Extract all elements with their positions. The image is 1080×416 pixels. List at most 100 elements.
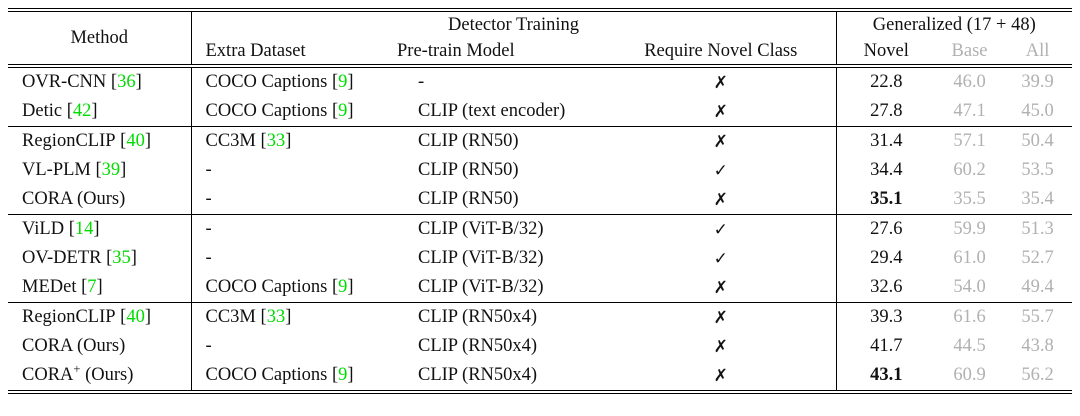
dataset-name: COCO Captions [205, 277, 328, 297]
header-row-1: Method Detector Training Generalized (17… [8, 10, 1073, 66]
dataset-name: - [205, 336, 212, 356]
novel-value: 35.1 [835, 185, 937, 215]
novel-value: 27.6 [835, 214, 937, 244]
cite-bracket-close: ] [130, 248, 137, 268]
dataset-name: CC3M [205, 131, 256, 151]
cite-bracket-close: ] [135, 72, 142, 92]
pretrain-model-cell: CLIP (RN50) [418, 160, 519, 180]
citation-number: 33 [266, 131, 286, 151]
require-novel-class-mark: ✗ [713, 189, 728, 210]
cite-bracket-close: ] [144, 307, 151, 327]
dataset-name: COCO Captions [205, 365, 328, 385]
table-row: MEDet [7] COCO Captions [9] CLIP (ViT-B/… [8, 273, 1072, 303]
cite-bracket-close: ] [347, 365, 354, 385]
header-row-2: Extra Dataset Pre-train Model Require No… [8, 38, 1072, 66]
all-value: 39.9 [1021, 72, 1054, 92]
col-header-extra-dataset: Extra Dataset [205, 40, 306, 61]
all-value: 45.0 [1021, 101, 1054, 121]
method-cell: MEDet [7] [8, 273, 192, 303]
require-novel-class-mark: ✓ [713, 219, 728, 240]
novel-value: 29.4 [835, 244, 937, 273]
col-header-novel: Novel [835, 38, 937, 66]
extra-dataset-cell: COCO Captions [9] [191, 66, 391, 97]
citation-number: 9 [338, 365, 348, 385]
citation-number: 7 [87, 277, 97, 297]
require-novel-class-mark: ✗ [713, 336, 728, 357]
cite-bracket-open: [ [106, 72, 118, 92]
all-value: 52.7 [1021, 248, 1054, 268]
method-name: Detic [22, 101, 63, 121]
cite-bracket-close: ] [91, 101, 98, 121]
all-value: 43.8 [1021, 336, 1054, 356]
citation-number: 40 [126, 131, 145, 151]
require-novel-class-mark: ✗ [713, 277, 728, 298]
cite-bracket-close: ] [347, 101, 354, 121]
novel-value: 43.1 [835, 361, 937, 392]
all-value: 49.4 [1021, 277, 1054, 297]
novel-value: 31.4 [835, 126, 937, 156]
pretrain-model-cell: CLIP (RN50) [418, 189, 519, 209]
all-value: 51.3 [1021, 219, 1054, 239]
novel-value: 27.8 [835, 97, 937, 127]
citation-number: 33 [266, 307, 286, 327]
method-sup: + [73, 361, 81, 376]
citation-number: 36 [117, 72, 136, 92]
cite-bracket-close: ] [93, 219, 100, 239]
base-value: 54.0 [953, 277, 986, 297]
col-header-method: Method [8, 10, 192, 66]
col-group-header-generalized: Generalized (17 + 48) [835, 10, 1073, 38]
dataset-name: - [205, 219, 212, 239]
cite-bracket-open: [ [76, 277, 88, 297]
cite-bracket-open: [ [115, 131, 127, 151]
all-value: 50.4 [1021, 131, 1054, 151]
extra-dataset-cell: - [191, 185, 391, 215]
extra-dataset-cell: CC3M [33] [191, 127, 391, 157]
extra-dataset-cell: - [191, 244, 391, 273]
base-value: 60.9 [953, 365, 986, 385]
table-row: OVR-CNN [36] COCO Captions [9] - ✗ 22.8 … [8, 66, 1072, 97]
method-cell: OV-DETR [35] [8, 244, 192, 273]
method-name: OV-DETR [22, 248, 102, 268]
table-row: RegionCLIP [40] CC3M [33] CLIP (RN50x4) … [8, 302, 1072, 332]
method-cell: RegionCLIP [40] [8, 302, 192, 332]
pretrain-model-cell: CLIP (ViT-B/32) [418, 277, 544, 297]
col-header-pretrain-model: Pre-train Model [397, 40, 515, 61]
table-header: Method Detector Training Generalized (17… [8, 10, 1073, 66]
cite-bracket-open: [ [327, 277, 339, 297]
all-value: 55.7 [1021, 307, 1054, 327]
col-header-all: All [1025, 40, 1050, 61]
method-name: CORA [22, 365, 74, 385]
cite-bracket-open: [ [327, 101, 339, 121]
method-name: MEDet [22, 277, 77, 297]
method-suffix: (Ours) [80, 365, 134, 385]
cite-bracket-close: ] [144, 131, 151, 151]
citation-number: 14 [74, 219, 94, 239]
pretrain-model-cell: CLIP (RN50x4) [418, 365, 538, 385]
citation-number: 42 [72, 101, 92, 121]
citation-number: 9 [338, 277, 348, 297]
table-row: VL-PLM [39] - CLIP (RN50) ✓ 34.4 60.2 53… [8, 156, 1072, 185]
extra-dataset-cell: COCO Captions [9] [191, 273, 391, 303]
method-cell: CORA (Ours) [8, 185, 192, 215]
cite-bracket-close: ] [120, 160, 127, 180]
table-row: CORA+ (Ours) COCO Captions [9] CLIP (RN5… [8, 361, 1072, 392]
require-novel-class-mark: ✗ [713, 365, 728, 386]
extra-dataset-cell: - [191, 332, 391, 361]
require-novel-class-mark: ✗ [713, 307, 728, 328]
table-group-1: OVR-CNN [36] COCO Captions [9] - ✗ 22.8 … [8, 66, 1072, 127]
cite-bracket-close: ] [285, 307, 292, 327]
extra-dataset-cell: COCO Captions [9] [191, 361, 391, 392]
dataset-name: COCO Captions [205, 101, 328, 121]
col-header-base: Base [951, 40, 988, 61]
all-value: 56.2 [1021, 365, 1054, 385]
base-value: 35.5 [953, 189, 986, 209]
citation-number: 35 [112, 248, 131, 268]
citation-number: 39 [101, 160, 121, 180]
method-name: CORA (Ours) [22, 336, 126, 356]
cite-bracket-close: ] [347, 72, 354, 92]
method-cell: VL-PLM [39] [8, 156, 192, 185]
method-cell: Detic [42] [8, 97, 192, 127]
base-value: 61.6 [953, 307, 986, 327]
pretrain-model-cell: CLIP (RN50x4) [418, 307, 538, 327]
novel-value: 41.7 [835, 332, 937, 361]
